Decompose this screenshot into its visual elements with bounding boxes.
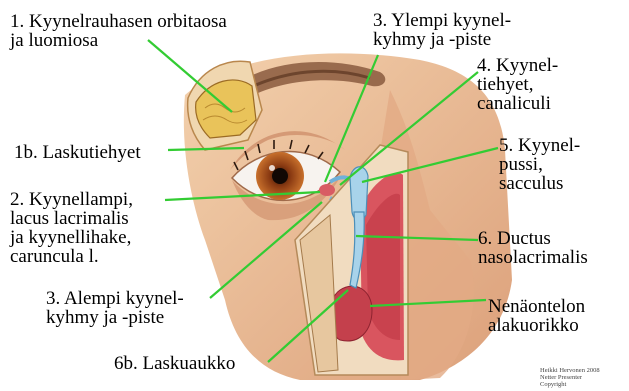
label-lower-punctum: 3. Alempi kyynel- kyhmy ja -piste	[46, 289, 184, 327]
label-upper-punctum: 3. Ylempi kyynel- kyhmy ja -piste	[373, 11, 511, 49]
label-canaliculi: 4. Kyynel- tiehyet, canaliculi	[477, 56, 558, 113]
copyright-credit: Heikki Hervonen 2008 Netter Presenter Co…	[540, 367, 600, 388]
label-sac: 5. Kyynel- pussi, sacculus	[499, 136, 580, 193]
label-orbital-part: 1. Kyynelrauhasen orbitaosa ja luomiosa	[10, 12, 227, 50]
label-inferior-meatus: Nenäontelon alakuorikko	[488, 297, 585, 335]
label-lacrimal-lake: 2. Kyynellampi, lacus lacrimalis ja kyyn…	[10, 190, 133, 266]
label-excretory-ducts: 1b. Laskutiehyet	[14, 143, 141, 162]
pupil	[272, 168, 288, 184]
label-nasolacrimal-duct: 6. Ductus nasolacrimalis	[478, 229, 588, 267]
label-opening: 6b. Laskuaukko	[114, 354, 235, 373]
caruncle	[319, 184, 335, 196]
